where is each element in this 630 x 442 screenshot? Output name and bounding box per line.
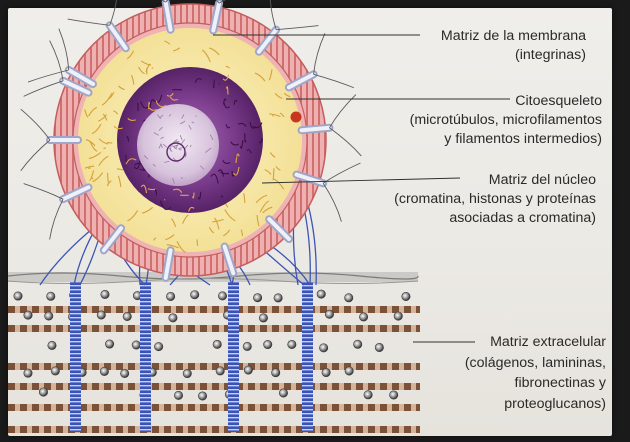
- label-line: (microtúbulos, microfilamentos: [410, 111, 602, 130]
- label-line: (cromatina, histonas y proteínas: [394, 190, 596, 209]
- collagen-strand: [8, 426, 420, 433]
- label-extracellular-matrix: Matriz extracelular (colágenos, laminina…: [465, 332, 606, 414]
- collagen-strand: [8, 404, 420, 411]
- label-line: Citoesqueleto: [410, 92, 602, 111]
- label-line: Matriz del núcleo: [394, 171, 596, 190]
- collagen-strand: [8, 306, 420, 313]
- label-nuclear-matrix: Matriz del núcleo (cromatina, histonas y…: [394, 171, 596, 228]
- label-line: Matriz extracelular: [465, 332, 606, 353]
- label-line: (integrinas): [441, 46, 586, 65]
- label-line: proteoglucanos): [465, 394, 606, 415]
- extracellular-matrix: [8, 272, 420, 433]
- collagen-strand: [8, 325, 420, 332]
- label-line: asociadas a cromatina): [394, 209, 596, 228]
- collagen-strand: [8, 383, 420, 390]
- label-line: (colágenos, lamininas,: [465, 353, 606, 374]
- organelle-dot: [291, 112, 302, 123]
- collagen-strand: [8, 363, 420, 370]
- label-line: fibronectinas y: [465, 373, 606, 394]
- label-membrane-matrix: Matriz de la membrana (integrinas): [441, 27, 586, 65]
- label-line: Matriz de la membrana: [441, 27, 586, 46]
- label-cytoskeleton: Citoesqueleto (microtúbulos, microfilame…: [410, 92, 602, 149]
- label-line: y filamentos intermedios): [410, 130, 602, 149]
